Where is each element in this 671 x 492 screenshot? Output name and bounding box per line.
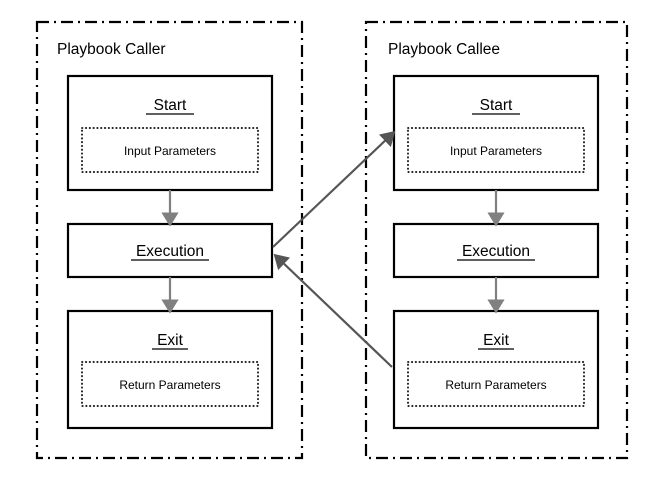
- callee-execution-label: Execution: [462, 243, 530, 260]
- node-callee-execution[interactable]: Execution: [392, 222, 600, 279]
- callee-exit-param-label: Return Parameters: [445, 378, 546, 392]
- callee-start-param-box: [407, 127, 585, 173]
- callee-exit-param-box: [407, 361, 585, 407]
- container-caller: Playbook Caller Start Input Parameters E…: [35, 20, 304, 460]
- callee-start-param-label: Input Parameters: [450, 144, 542, 158]
- callee-frame: [364, 20, 629, 460]
- caller-start-label: Start: [154, 97, 187, 114]
- caller-execution-label: Execution: [136, 243, 204, 260]
- caller-exit-label: Exit: [157, 332, 184, 349]
- callee-start-box[interactable]: [392, 74, 600, 192]
- node-caller-start[interactable]: Start Input Parameters: [66, 74, 274, 192]
- arrow-call-caller-execution-to-callee-start: [272, 130, 396, 248]
- container-callee: Playbook Callee Start Input Parameters E…: [364, 20, 629, 460]
- callee-exit-box[interactable]: [392, 309, 600, 430]
- caller-frame: [35, 20, 304, 460]
- caller-start-box[interactable]: [66, 74, 274, 192]
- node-caller-execution[interactable]: Execution: [66, 222, 274, 279]
- node-callee-start[interactable]: Start Input Parameters: [392, 74, 600, 192]
- arrow-return-callee-exit-to-caller-execution: [273, 253, 393, 368]
- callee-start-label: Start: [480, 97, 513, 114]
- node-callee-exit[interactable]: Exit Return Parameters: [392, 309, 600, 430]
- caller-exit-box[interactable]: [66, 309, 274, 430]
- caller-start-param-label: Input Parameters: [124, 144, 216, 158]
- caller-exit-param-label: Return Parameters: [119, 378, 220, 392]
- caller-title: Playbook Caller: [57, 41, 166, 58]
- caller-execution-box[interactable]: [66, 222, 274, 279]
- callee-exit-label: Exit: [483, 332, 510, 349]
- callee-title: Playbook Callee: [388, 41, 500, 58]
- node-caller-exit[interactable]: Exit Return Parameters: [66, 309, 274, 430]
- caller-start-param-box: [81, 127, 259, 173]
- caller-exit-param-box: [81, 361, 259, 407]
